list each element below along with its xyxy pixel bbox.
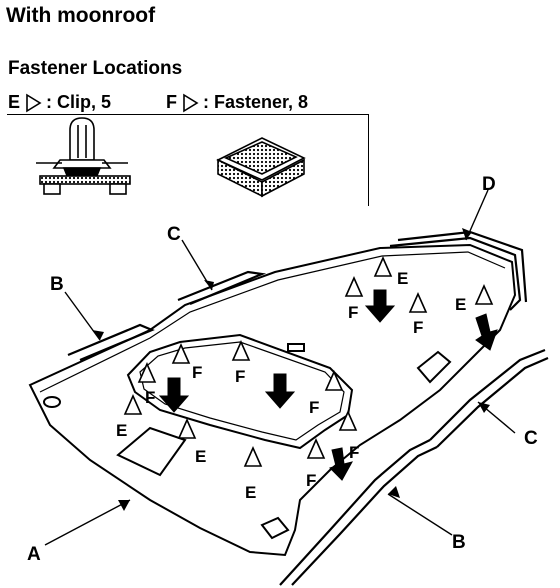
triangle-marker-icon (373, 256, 393, 277)
triangle-marker-icon (183, 93, 199, 112)
leader-arrowheads (92, 228, 490, 511)
legend-fastener-letter: F (166, 92, 177, 112)
marker-f: F (306, 471, 316, 490)
headliner-panel (28, 243, 517, 557)
triangle-marker-icon (177, 418, 197, 439)
marker-f: F (349, 443, 359, 462)
triangle-marker-icon (231, 340, 251, 361)
legend-clip: E : Clip, 5 (8, 92, 111, 113)
triangle-marker-icon (474, 284, 494, 305)
down-arrow-icon (475, 313, 498, 351)
triangle-marker-icon (408, 292, 428, 313)
triangle-marker-icon (171, 343, 191, 364)
down-arrow-icon (329, 447, 353, 481)
marker-e: E (195, 447, 206, 466)
marker-e: E (397, 269, 408, 288)
triangle-marker-icon (306, 438, 326, 459)
triangle-marker-icon (137, 362, 157, 383)
triangle-marker-icon (26, 93, 42, 112)
triangle-marker-icon (123, 394, 143, 415)
triangle-marker-icon (243, 446, 263, 467)
legend-clip-letter: E (8, 92, 21, 112)
page-title: With moonroof (6, 4, 156, 27)
push-arrows (158, 289, 498, 481)
triangle-marker-icon (344, 276, 364, 297)
legend-clip-text: : Clip, 5 (46, 92, 112, 112)
marker-f: F (413, 318, 423, 337)
clip-illustration (36, 117, 131, 195)
callout-a: A (27, 544, 41, 565)
callout-c-top: C (167, 224, 181, 245)
callout-b-top: B (50, 274, 64, 295)
legend-box (7, 114, 369, 206)
callout-c-right: C (524, 428, 538, 449)
marker-e: E (455, 295, 466, 314)
marker-f: F (145, 388, 155, 407)
legend-fastener-text: : Fastener, 8 (203, 92, 309, 112)
marker-e: E (245, 483, 256, 502)
legend-fastener: F : Fastener, 8 (166, 92, 308, 113)
callout-d: D (482, 174, 496, 195)
section-title: Fastener Locations (8, 58, 183, 79)
marker-f: F (348, 303, 358, 322)
down-arrow-icon (364, 289, 396, 323)
fastener-markers (123, 256, 494, 467)
marker-letters: E E E E E F F F F F F F F (116, 269, 466, 502)
down-arrow-icon (264, 373, 296, 409)
fastener-illustration (216, 137, 306, 198)
callout-b-bottom: B (452, 532, 466, 553)
marker-e: E (116, 421, 127, 440)
marker-f: F (192, 363, 202, 382)
trim-rails (67, 230, 549, 586)
triangle-marker-icon (324, 370, 344, 391)
marker-f: F (235, 367, 245, 386)
down-arrow-icon (158, 377, 190, 413)
triangle-marker-icon (338, 410, 358, 431)
marker-f: F (309, 398, 319, 417)
